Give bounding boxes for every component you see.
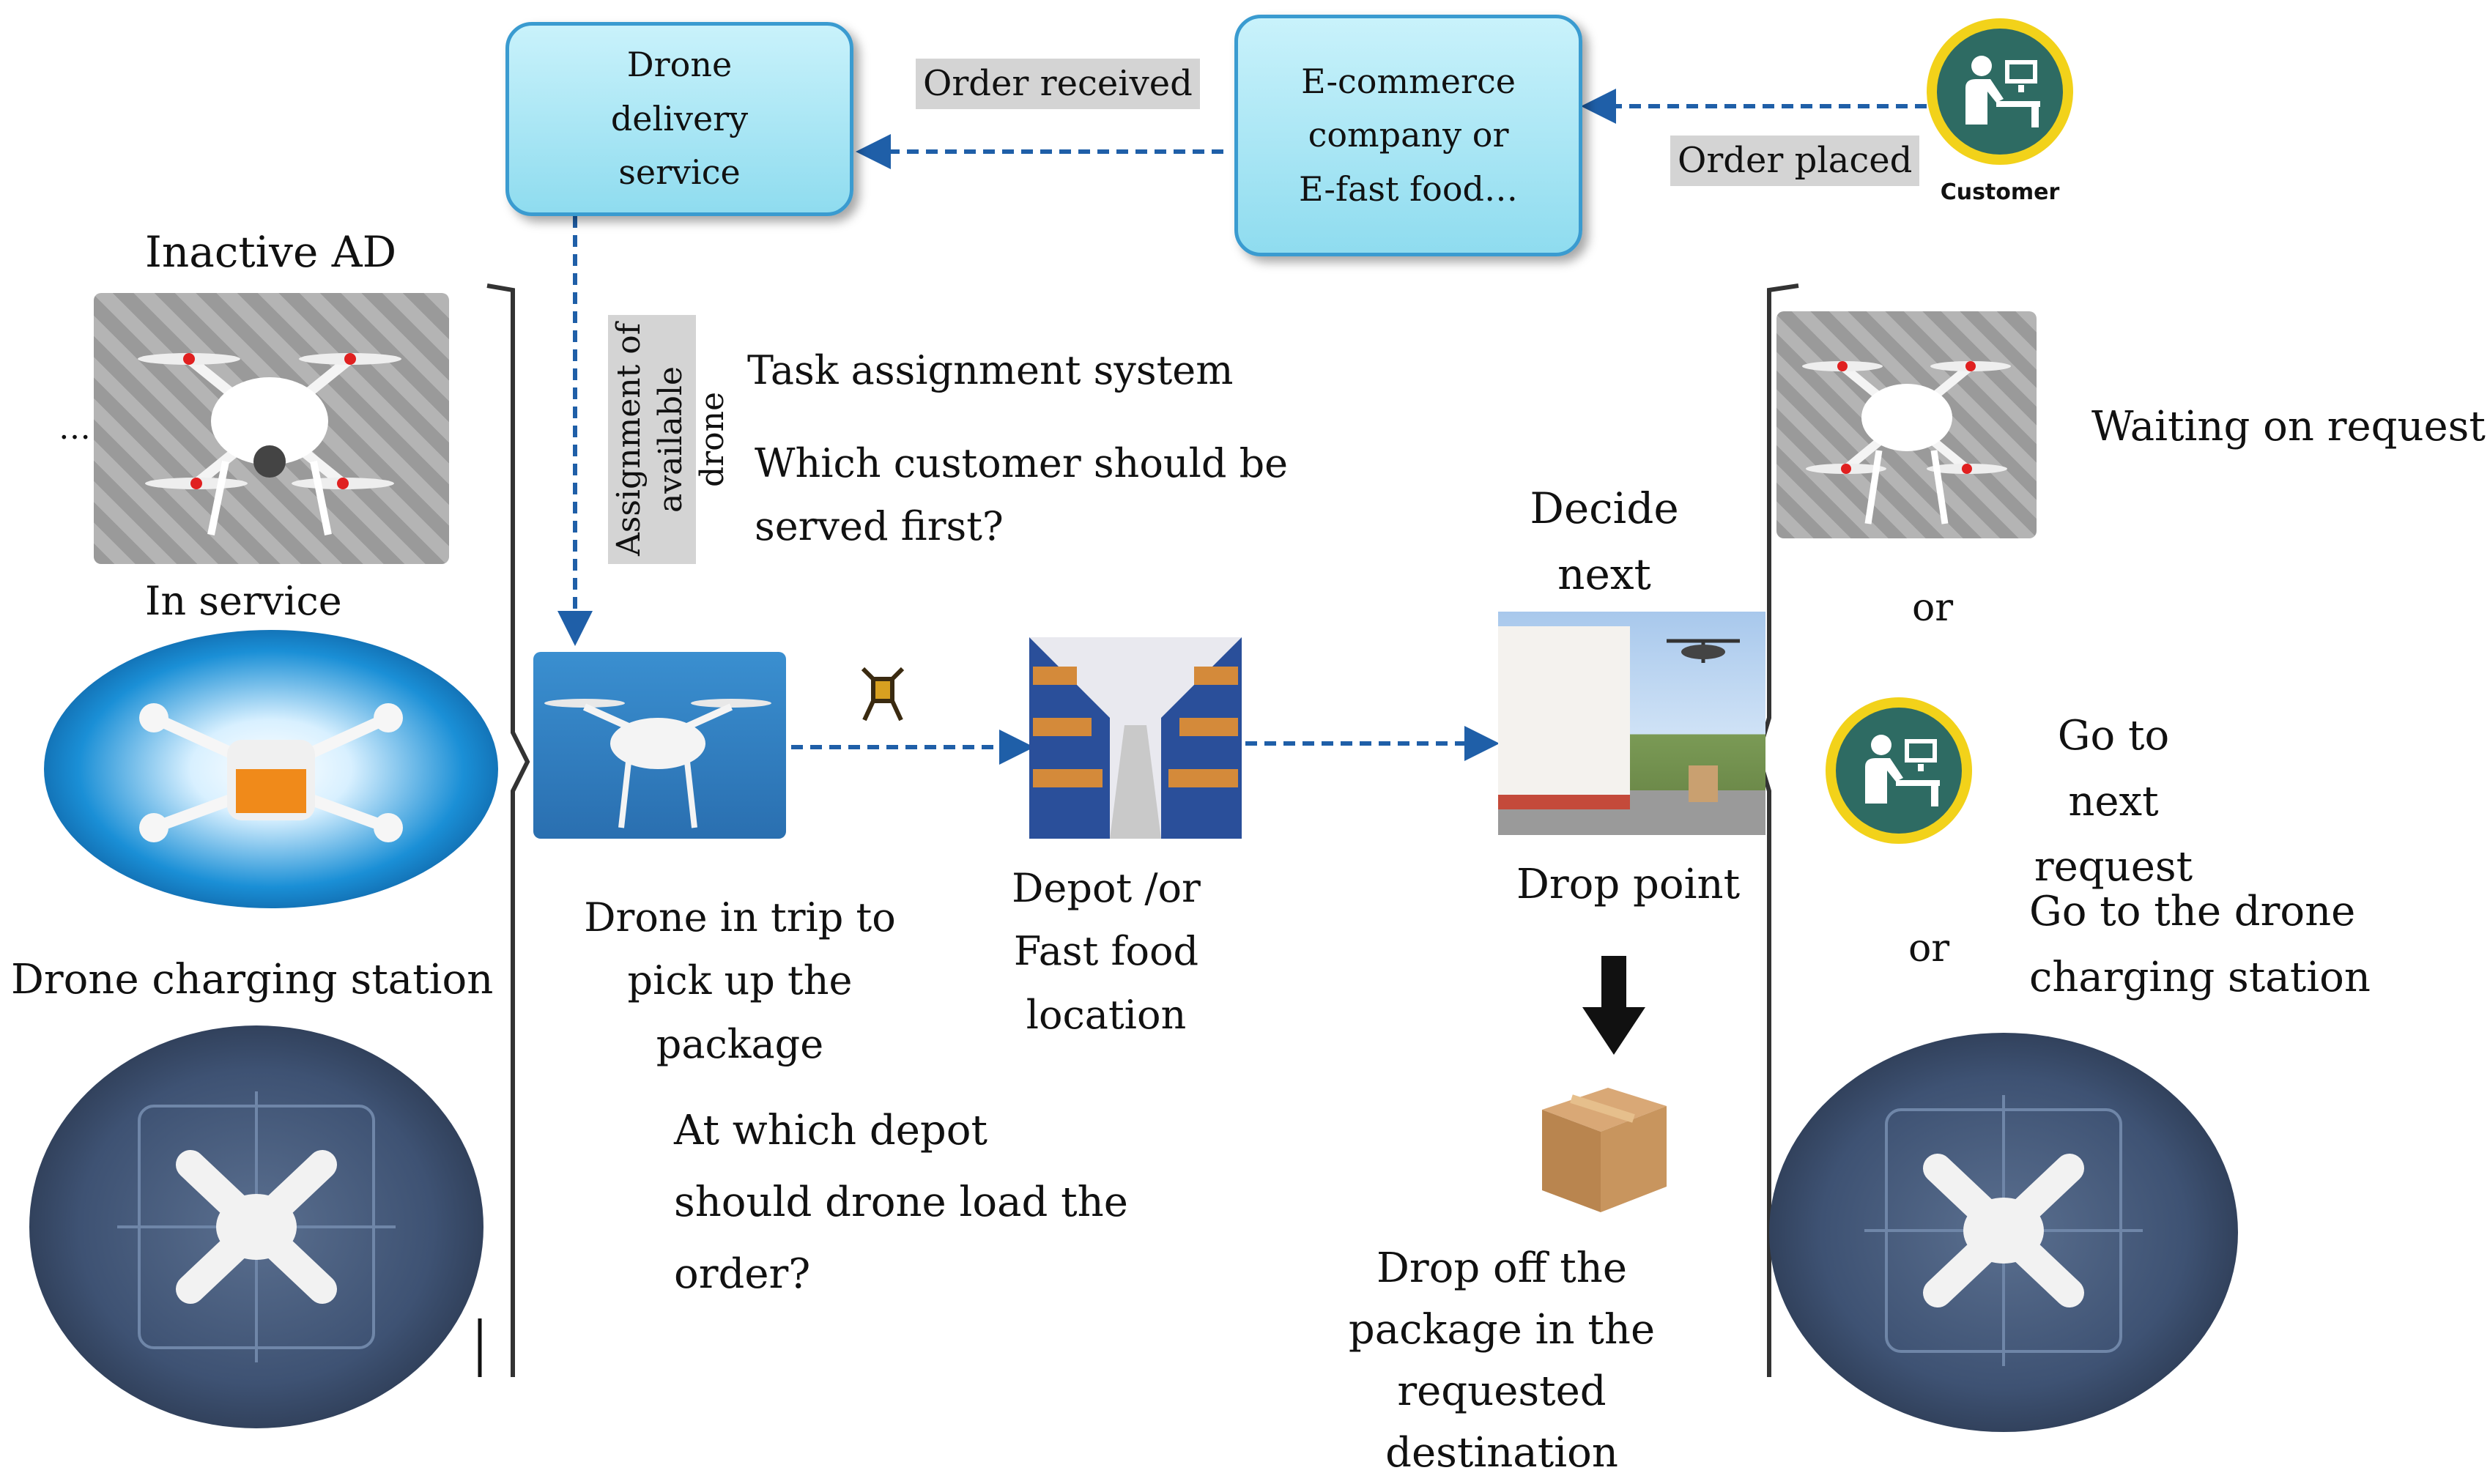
- left-ellipsis: …: [59, 409, 91, 447]
- cargo-drone-icon: [139, 703, 403, 842]
- in-service-drone-photo: [44, 630, 498, 908]
- drone-delivery-service-box: Drone delivery service: [505, 22, 853, 216]
- ecommerce-label: E-commerce company or E-fast food…: [1299, 61, 1518, 209]
- depot-photo: [1029, 637, 1242, 839]
- order-received-label: Order received: [916, 59, 1200, 109]
- drop-point-label: Drop point: [1516, 861, 1741, 908]
- charging-pad-right-icon: [1864, 1095, 2143, 1366]
- down-arrow-shaft: [1601, 956, 1626, 1011]
- customer-computer-icon: [1927, 18, 2073, 165]
- charging-pad-icon: [117, 1091, 396, 1362]
- left-charging-station-photo: [29, 1025, 483, 1428]
- assignment-line-1: Assignment of: [610, 322, 648, 557]
- right-charging-station-photo: [1769, 1033, 2238, 1432]
- drone-trip-photo: [533, 652, 786, 839]
- or-label-1: or: [1912, 586, 1954, 630]
- assignment-vertical-label: Assignment of available drone: [608, 315, 731, 564]
- go-next-label: Go to next request: [2034, 712, 2193, 891]
- waiting-label: Waiting on request: [2091, 403, 2486, 450]
- or-label-2: or: [1908, 927, 1950, 971]
- inactive-drone-photo: [94, 293, 449, 564]
- down-arrow-head: [1582, 1007, 1645, 1055]
- drone-trip-label: Drone in trip to pick up the package: [584, 894, 896, 1067]
- left-bracket: [486, 283, 530, 1377]
- warehouse-icon: [1029, 637, 1242, 839]
- waiting-drone-photo: [1776, 311, 2037, 538]
- depot-label: Depot /or Fast food location: [1012, 865, 1201, 1038]
- order-placed-label: Order placed: [1670, 136, 1920, 186]
- drone-delivery-service-label: Drone delivery service: [610, 45, 749, 193]
- assignment-line-2: available drone: [652, 366, 732, 513]
- ecommerce-box: E-commerce company or E-fast food…: [1234, 15, 1582, 256]
- customer-avatar: [1923, 15, 2077, 168]
- inactive-ad-label: Inactive AD: [145, 227, 397, 277]
- customer-label: Customer: [1940, 179, 2060, 205]
- drone-flying-icon: [544, 699, 771, 828]
- task-assignment-label: Task assignment system: [747, 347, 1234, 393]
- in-service-label: In service: [145, 578, 342, 624]
- which-customer-label: Which customer should be served first?: [755, 440, 1289, 550]
- drop-point-photo: [1498, 612, 1765, 835]
- next-customer-icon: [1826, 697, 1972, 844]
- package-box-icon: [1542, 1088, 1667, 1212]
- quadcopter-icon: [138, 353, 401, 535]
- charging-station-label: Drone charging station: [11, 956, 494, 1003]
- go-charging-label: Go to the drone charging station: [2029, 888, 2371, 1001]
- drop-point-building-icon: [1498, 626, 1740, 809]
- quadcopter-waiting-icon: [1802, 361, 2011, 524]
- which-depot-label: At which depot should drone load the ord…: [674, 1107, 1128, 1298]
- drop-off-label: Drop off the package in the requested de…: [1348, 1244, 1656, 1477]
- small-drone-icon: [861, 667, 905, 721]
